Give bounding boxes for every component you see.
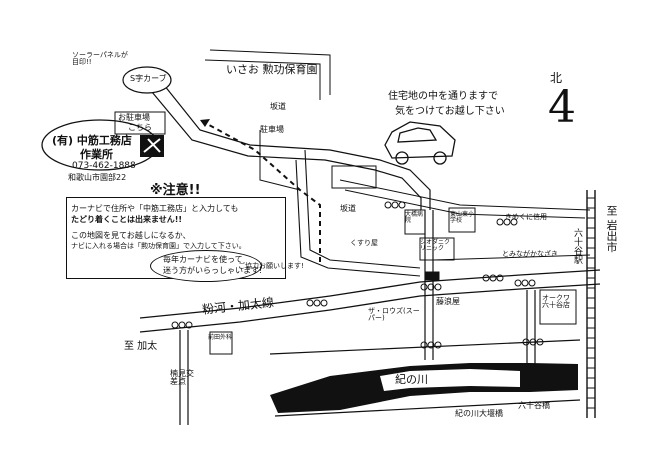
route-arrows <box>199 119 321 262</box>
upper-road-6 <box>344 189 586 219</box>
sunroad-label: ザ・ロウズ(スーパー) <box>368 307 420 322</box>
sakaushita-label: 坂道 <box>270 102 286 111</box>
advice-cloud <box>150 250 262 282</box>
parking-sub-label: こちら <box>128 123 152 132</box>
caution-line-1: カーナビで住所や「中筋工務店」と入力しても <box>71 204 239 213</box>
shin-gin-label: きめくに信用 <box>505 213 547 221</box>
railway <box>586 190 596 418</box>
solar-label: ソーラーパネルが目印!! <box>72 51 128 66</box>
upper-road-8 <box>209 49 331 95</box>
buildings <box>114 111 577 355</box>
elementary-label: 東山東小学校 <box>450 211 475 224</box>
company-tel: 073-462-1888 <box>72 161 136 171</box>
map-number: 4 <box>548 82 576 133</box>
kinokawa-label: 紀の川 <box>395 373 428 386</box>
advice-line-3: ご協力お願いします! <box>238 262 304 270</box>
upper-road-1 <box>159 79 431 210</box>
company-name: (有) 中筋工務店 <box>52 134 132 147</box>
chushajo-label: 駐車場 <box>260 125 284 134</box>
parking-label: お駐車場 <box>118 113 150 122</box>
traffic-lights <box>171 201 544 349</box>
bridge-2-label: 六十谷橋 <box>518 401 550 410</box>
to-iwade-label: 至 岩出市 <box>605 205 618 253</box>
upper-road-7 <box>432 254 591 261</box>
route-arrowhead <box>200 119 210 127</box>
nursery-label: いさお 勲功保育園 <box>226 63 318 76</box>
kusurinomise-label: くすり屋 <box>350 239 378 247</box>
main-road-south <box>139 283 601 333</box>
tominaga-label: とみながかなざき <box>502 250 558 258</box>
upper-road-5 <box>339 179 591 211</box>
s-curve-label: S字カーブ <box>130 74 167 83</box>
drive-note-2: 気をつけてお越し下さい <box>395 106 505 117</box>
mikage-label: 楠見交差点 <box>170 369 194 386</box>
river-inner <box>380 369 520 391</box>
advice-line-1: 毎年カーナビを使って <box>163 255 243 264</box>
upper-road-10 <box>259 130 301 191</box>
company-address: 和歌山市園部22 <box>68 173 127 182</box>
caution-line-4: ナビに入れる場合は「勲功保育園」で入力して下さい。 <box>71 242 246 250</box>
okuwa-label: オークワ六十谷店 <box>542 294 570 309</box>
main-road-north <box>139 269 601 319</box>
upper-road-4 <box>295 159 421 277</box>
fuji-label: 藤浪屋 <box>436 297 460 306</box>
upper-road-3 <box>304 149 421 269</box>
company-sub: 作業所 <box>80 148 113 161</box>
river-bank-bottom <box>274 399 581 417</box>
upper-road-9 <box>204 59 321 100</box>
hospital-label: 大橋病院 <box>405 211 424 224</box>
advice-line-2: 迷う方がいらっしゃいます! <box>163 266 263 275</box>
caution-line-2: たどり着くことは出来ません!! <box>71 215 183 224</box>
s-curve-cloud <box>122 66 172 94</box>
maeda-label: 前田外科 <box>208 334 233 341</box>
caution-title: ※注意!! <box>147 184 204 197</box>
car-icon <box>384 121 456 165</box>
caution-line-3: この地図を見てお越しになるか、 <box>71 231 191 240</box>
upper-road-2 <box>151 91 422 210</box>
to-kada-label: 至 加太 <box>124 341 158 352</box>
shiratani-label: シオダニクリニック <box>420 239 451 252</box>
drive-note-1: 住宅地の中を通りますで <box>388 91 499 102</box>
musota-station-label: 六十谷駅 <box>572 228 582 264</box>
sakamichi-label: 坂道 <box>340 204 356 213</box>
direction-north-label: 北 <box>550 71 563 85</box>
bridge-1-label: 紀の川大堰橋 <box>455 409 503 418</box>
